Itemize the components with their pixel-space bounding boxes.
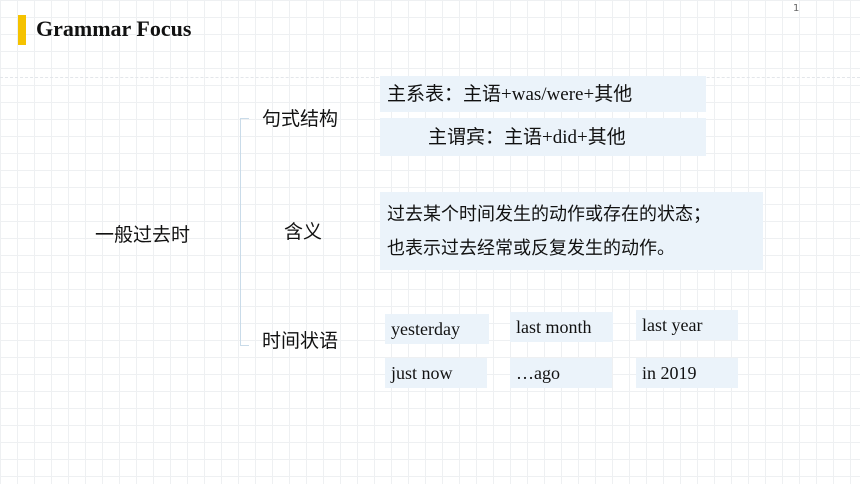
meaning-line-1: 过去某个时间发生的动作或存在的状态； <box>387 204 711 225</box>
slide-title: Grammar Focus <box>36 16 192 41</box>
adverbial-just-now: just now <box>385 358 487 388</box>
adverbial-ago: …ago <box>510 358 612 388</box>
structure-rule-box-2: 主谓宾：主语+did+其他 <box>380 118 706 156</box>
mindmap-topic: 一般过去时 <box>95 224 191 246</box>
rule-2-rest: 其他 <box>587 126 626 148</box>
rule-1-subject: 主系表：主语 <box>387 83 502 105</box>
adverbial-last-month: last month <box>510 312 613 342</box>
meaning-box: 过去某个时间发生的动作或存在的状态； 也表示过去经常或反复发生的动作。 <box>380 192 763 270</box>
structure-rule-2: 主谓宾：主语+did+其他 <box>428 118 626 157</box>
structure-rule-box-1: 主系表：主语+was/were+其他 <box>380 76 706 112</box>
rule-1-verb: +was/were+ <box>501 84 595 105</box>
adverbial-in-2019: in 2019 <box>636 358 738 388</box>
adverbial-last-year: last year <box>636 310 738 340</box>
adverbial-yesterday: yesterday <box>385 314 489 344</box>
rule-2-subject: 主谓宾：主语 <box>428 126 543 148</box>
rule-2-verb: +did+ <box>542 127 588 148</box>
mindmap-bracket <box>240 118 249 346</box>
branch-adverbials-label: 时间状语 <box>262 330 339 352</box>
rule-1-rest: 其他 <box>594 83 633 105</box>
branch-meaning-label: 含义 <box>284 221 323 243</box>
page-number: 1 <box>793 3 800 14</box>
meaning-line-2: 也表示过去经常或反复发生的动作。 <box>387 238 675 259</box>
structure-rule-1: 主系表：主语+was/were+其他 <box>387 76 632 113</box>
title-accent-bar <box>18 15 26 45</box>
branch-structure-label: 句式结构 <box>262 108 339 130</box>
